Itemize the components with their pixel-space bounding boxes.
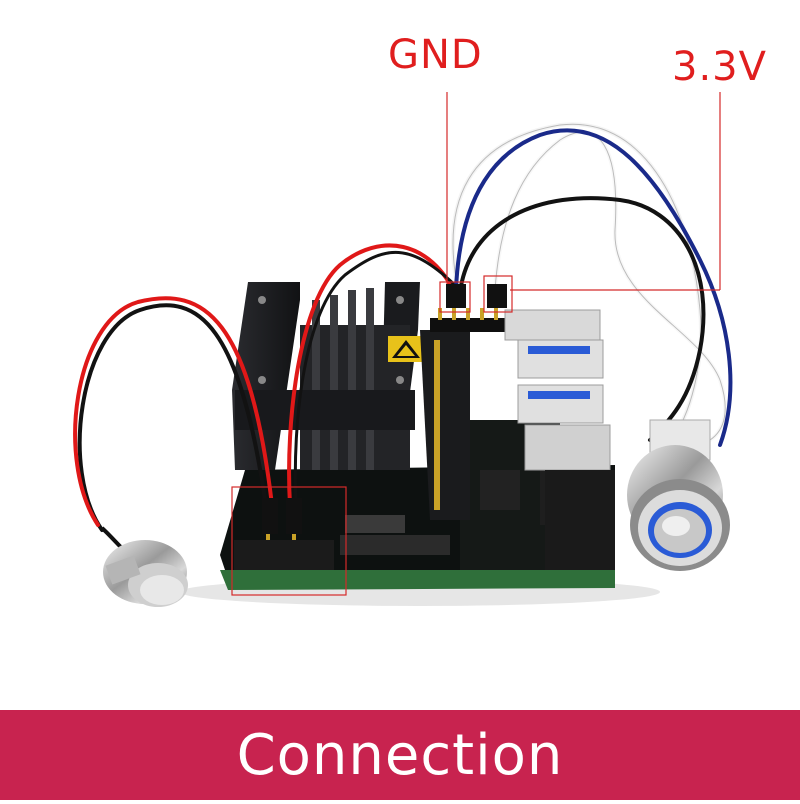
warning-triangle-icon	[388, 336, 424, 362]
gnd-connector	[446, 284, 466, 308]
right-button-wires	[451, 122, 733, 447]
banner-title: Connection	[236, 722, 564, 788]
v33-connector	[487, 284, 507, 308]
gnd-label: GND	[388, 32, 483, 78]
connection-banner: Connection	[0, 710, 800, 800]
gpio-header	[430, 308, 510, 332]
metal-push-button-icon	[100, 526, 188, 607]
led-push-button-icon	[627, 419, 730, 571]
v33-label: 3.3V	[672, 44, 767, 90]
module-slot	[420, 330, 470, 520]
button-header-connectors	[234, 498, 334, 570]
heatsink	[232, 282, 420, 470]
usb-ports	[504, 309, 615, 570]
annotation-lines	[231, 92, 721, 596]
left-button-wires	[73, 243, 462, 532]
